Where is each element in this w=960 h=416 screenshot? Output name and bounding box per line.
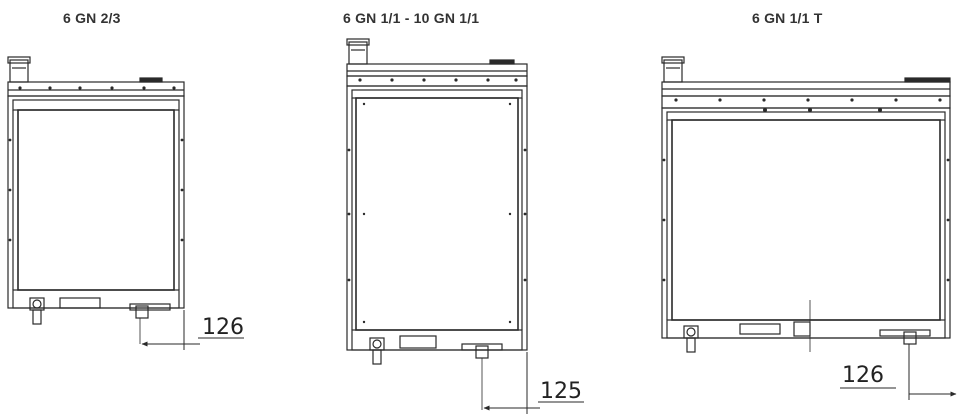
dimension-6gn11t — [840, 344, 957, 400]
oven-drawing-6gn11-10gn11 — [346, 38, 528, 410]
dimension-label-6gn23: 126 — [202, 315, 244, 340]
dimension-label-6gn11t: 126 — [842, 363, 884, 388]
dimension-label-6gn11-10gn11: 125 — [540, 379, 582, 404]
dimension-6gn23 — [141, 310, 244, 350]
rivet-dots-6gn11-10gn11 — [347, 78, 527, 324]
dimension-6gn11-10gn11 — [483, 352, 584, 414]
oven-drawing-6gn11t — [661, 56, 951, 353]
unit-title-6gn11t: 6 GN 1/1 T — [752, 10, 823, 26]
rivet-dots-6gn11t — [662, 98, 950, 282]
oven-drawing-6gn23 — [7, 56, 185, 344]
unit-title-6gn11-10gn11: 6 GN 1/1 - 10 GN 1/1 — [343, 10, 480, 26]
unit-title-6gn23: 6 GN 2/3 — [63, 10, 121, 26]
rivet-dots-6gn23 — [8, 86, 184, 242]
